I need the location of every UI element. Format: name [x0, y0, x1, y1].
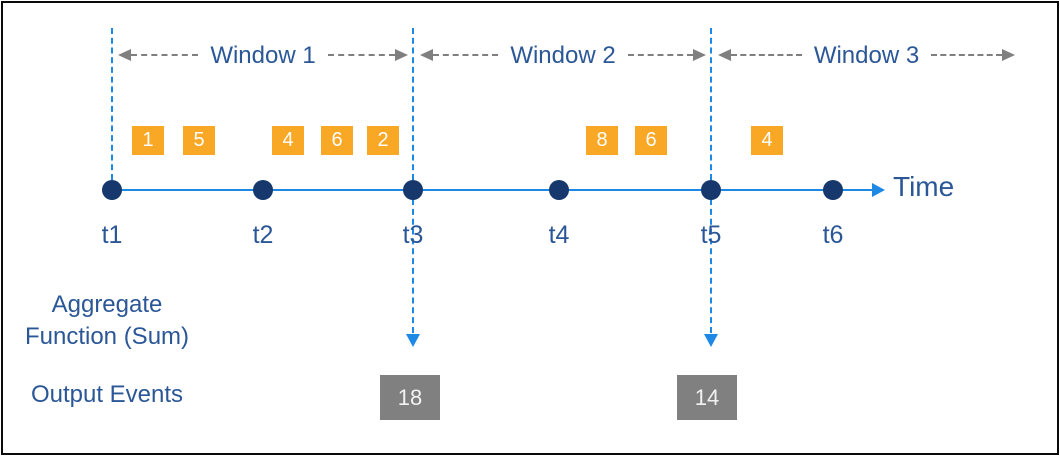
timeline-axis-label: Time: [893, 171, 955, 202]
output-events-label: Output Events: [30, 381, 184, 408]
output-connector-line-t5: [710, 199, 712, 333]
aggregate-label-line2: Function (Sum): [24, 323, 190, 350]
event-box: 4: [272, 126, 304, 155]
window-boundary-line-t1: [111, 28, 113, 180]
dashed-span-line: [731, 54, 802, 56]
timeline-arrow-icon: [872, 183, 885, 197]
arrow-left-icon: [118, 49, 131, 61]
dashed-span-line: [931, 54, 1002, 56]
down-arrow-icon-t3: [406, 334, 420, 347]
tick-label-t4: t4: [548, 221, 570, 249]
tick-label-t5: t5: [700, 221, 722, 249]
aggregate-label-line1: Aggregate: [51, 291, 163, 318]
dashed-span-line: [433, 54, 499, 56]
output-connector-line-t3: [412, 199, 414, 333]
window1-measure: Window 1: [118, 40, 408, 70]
window-boundary-line-t3-upper: [412, 28, 414, 180]
dashed-span-line: [627, 54, 693, 56]
timeline-dot-t4: [549, 180, 569, 200]
window3-measure: Window 3: [718, 40, 1015, 70]
event-box: 5: [183, 126, 215, 155]
tick-label-t3: t3: [402, 221, 424, 249]
window1-label: Window 1: [210, 42, 316, 69]
aggregate-function-label: Aggregate Function (Sum): [8, 289, 206, 353]
tick-label-t1: t1: [101, 221, 123, 249]
arrow-left-icon: [420, 49, 433, 61]
window2-label: Window 2: [510, 42, 616, 69]
timeline-dot-t2: [253, 180, 273, 200]
tick-label-t2: t2: [252, 221, 274, 249]
event-box: 2: [367, 126, 399, 155]
dashed-span-line: [327, 54, 395, 56]
event-box: 6: [635, 126, 667, 155]
window2-measure: Window 2: [420, 40, 706, 70]
timeline-dot-t6: [823, 180, 843, 200]
window-boundary-line-t5-upper: [710, 28, 712, 180]
event-box: 6: [321, 126, 353, 155]
event-box: 1: [132, 126, 164, 155]
dashed-span-line: [131, 54, 199, 56]
arrow-left-icon: [718, 49, 731, 61]
timeline-dot-t5: [701, 180, 721, 200]
timeline-dot-t3: [403, 180, 423, 200]
output-value-box-t3: 18: [380, 375, 440, 420]
arrow-right-icon: [693, 49, 706, 61]
arrow-right-icon: [1002, 49, 1015, 61]
window3-label: Window 3: [813, 42, 920, 69]
down-arrow-icon-t5: [704, 334, 718, 347]
tick-label-t6: t6: [822, 221, 844, 249]
event-box: 4: [751, 126, 783, 155]
output-value-box-t5: 14: [677, 375, 737, 420]
event-box: 8: [586, 126, 618, 155]
timeline-axis: [112, 189, 874, 191]
arrow-right-icon: [395, 49, 408, 61]
timeline-dot-t1: [102, 180, 122, 200]
